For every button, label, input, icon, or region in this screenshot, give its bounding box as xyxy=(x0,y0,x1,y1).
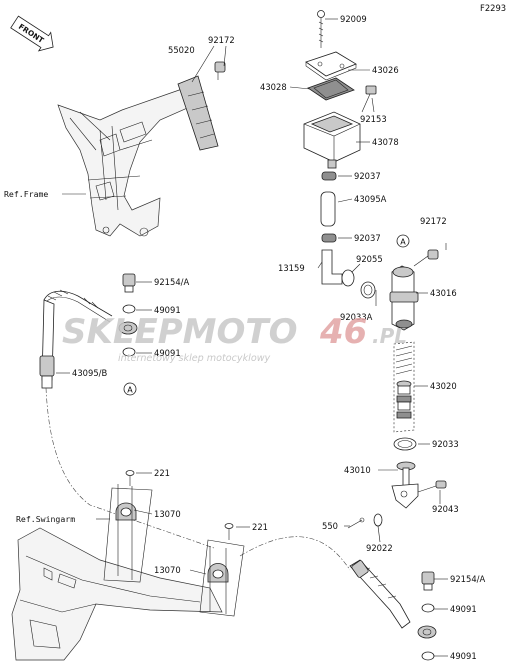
label-550: 550 xyxy=(322,521,338,531)
label-43026: 43026 xyxy=(372,65,399,75)
part-labels: 92009 92172 55020 43026 43028 92153 4307… xyxy=(72,14,485,661)
label-43016: 43016 xyxy=(430,288,457,298)
hose-43095a xyxy=(320,191,336,227)
pin-92043 xyxy=(417,480,447,493)
label-43010: 43010 xyxy=(344,465,371,475)
washer-49091-d xyxy=(421,651,435,661)
label-92033a: 92033A xyxy=(340,312,373,322)
label-221-b: 221 xyxy=(252,522,268,532)
label-49091-d: 49091 xyxy=(450,651,477,661)
svg-text:A: A xyxy=(400,237,406,246)
reservoir-cap xyxy=(305,51,357,81)
watermark-brand-left: SKLEPMOTO xyxy=(62,312,297,352)
label-13159: 13159 xyxy=(278,263,305,273)
mark-a-left: A xyxy=(123,382,137,396)
leader-lines xyxy=(56,18,448,657)
label-221-a: 221 xyxy=(154,468,170,478)
label-92172-right: 92172 xyxy=(420,216,447,226)
hose-elbow xyxy=(321,249,343,285)
master-cylinder xyxy=(389,265,419,331)
banjo-fitting-top xyxy=(118,321,138,335)
bolt-92172-top xyxy=(214,61,226,80)
bolt-92153 xyxy=(361,85,377,113)
hose-routing-line xyxy=(45,387,351,571)
label-43095b: 43095/B xyxy=(72,368,107,378)
label-92037-b: 92037 xyxy=(354,233,381,243)
label-49091-a: 49091 xyxy=(154,305,181,315)
label-92154a-bottom: 92154/A xyxy=(450,574,485,584)
watermark-subtitle: internetowy sklep motocyklowy xyxy=(118,353,271,364)
bolt-92172-right xyxy=(413,249,439,267)
washer-92022 xyxy=(373,513,383,527)
push-rod xyxy=(391,461,419,509)
label-92043: 92043 xyxy=(432,504,459,514)
label-92055: 92055 xyxy=(356,254,383,264)
banjo-fitting-bottom xyxy=(417,625,437,639)
label-92033: 92033 xyxy=(432,439,459,449)
washer-49091-c xyxy=(421,603,435,613)
label-92172-top: 92172 xyxy=(208,35,235,45)
circlip-92033 xyxy=(393,437,417,451)
swingarm-outline xyxy=(11,527,223,661)
circlip-92033a xyxy=(360,281,376,299)
hose-guide-a xyxy=(103,484,153,583)
figure-code: F2293 xyxy=(480,3,506,13)
ref-frame-label: Ref.Frame xyxy=(4,189,48,199)
reservoir-bracket xyxy=(177,75,219,151)
brake-hose-lower xyxy=(349,559,411,629)
mark-a-top: A xyxy=(396,234,410,248)
label-92154a-top: 92154/A xyxy=(154,277,189,287)
watermark-brand-right: 46 xyxy=(319,312,367,352)
front-arrow-icon: FRONT xyxy=(10,15,54,52)
label-55020: 55020 xyxy=(168,45,195,55)
o-ring-92055 xyxy=(341,269,355,287)
ref-swingarm-label: Ref.Swingarm xyxy=(16,514,75,524)
watermark-brand-tld: .PL xyxy=(372,324,407,348)
svg-text:A: A xyxy=(127,385,133,394)
watermark: SKLEPMOTO 46 .PL internetowy sklep motoc… xyxy=(62,312,407,364)
hose-guide-b xyxy=(199,539,245,617)
label-43020: 43020 xyxy=(430,381,457,391)
label-92153: 92153 xyxy=(360,114,387,124)
label-43095a: 43095A xyxy=(354,194,387,204)
piston-kit xyxy=(393,341,415,433)
clamp-92037-b xyxy=(321,233,337,243)
label-13070-b: 13070 xyxy=(154,565,181,575)
screw-92009 xyxy=(317,10,325,48)
frame-outline xyxy=(57,87,193,237)
screw-221-b xyxy=(224,523,234,540)
label-43078: 43078 xyxy=(372,137,399,147)
label-49091-c: 49091 xyxy=(450,604,477,614)
clamp-92037-a xyxy=(321,171,337,181)
label-92009: 92009 xyxy=(340,14,367,24)
label-92022: 92022 xyxy=(366,543,393,553)
cotter-pin xyxy=(347,517,365,529)
screw-221-a xyxy=(125,470,135,486)
banjo-bolt-top xyxy=(122,273,136,293)
banjo-bolt-bottom xyxy=(421,571,435,591)
washer-49091-b xyxy=(122,347,136,357)
reservoir-diaphragm xyxy=(307,77,355,101)
label-92037-a: 92037 xyxy=(354,171,381,181)
washer-49091-a xyxy=(122,304,136,314)
label-13070-a: 13070 xyxy=(154,509,181,519)
brake-hose-upper xyxy=(39,289,113,389)
label-43028: 43028 xyxy=(260,82,287,92)
reservoir-body xyxy=(303,111,361,169)
label-49091-b: 49091 xyxy=(154,348,181,358)
